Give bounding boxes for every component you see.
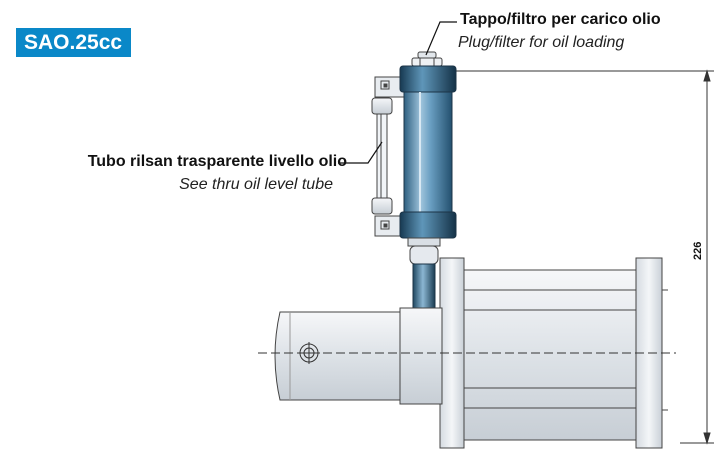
plug-label-english: Plug/filter for oil loading	[458, 34, 625, 51]
height-dimension: 226	[692, 241, 704, 260]
tube-label-italian: Tubo rilsan trasparente livello olio	[87, 153, 347, 170]
dimension-line	[455, 69, 714, 445]
plug-leader	[425, 21, 457, 56]
plug-label-italian: Tappo/filtro per carico olio	[460, 11, 661, 28]
connecting-rod	[409, 245, 439, 311]
tube-label-english: See thru oil level tube	[179, 176, 333, 193]
sight-tube	[371, 76, 408, 237]
oil-reservoir	[399, 65, 457, 247]
pump-nose	[274, 307, 443, 405]
tube-leader	[338, 141, 383, 164]
motor-body	[439, 257, 668, 449]
model-badge: SAO.25cc	[16, 28, 132, 57]
